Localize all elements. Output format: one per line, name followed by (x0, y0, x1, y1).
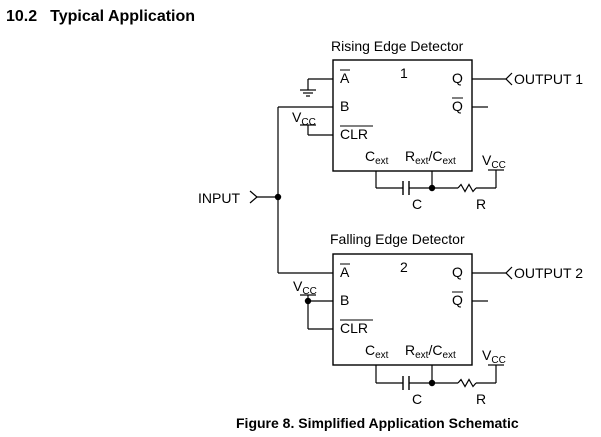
falling-edge-detector: Falling Edge Detector 2 A B VCC CLR Q OU… (278, 231, 583, 407)
ground-icon (300, 89, 316, 97)
capacitor-icon (402, 376, 410, 390)
detector-1-pin-q-bar: Q (452, 98, 463, 114)
input-label: INPUT (198, 190, 240, 206)
section-number: 10.2 (6, 8, 38, 25)
resistor-icon (457, 378, 477, 388)
detector-1-chip-box (332, 59, 473, 172)
detector-2-pin-b: B (340, 292, 349, 308)
detector-2-pin-rext-cext: Rext/Cext (405, 342, 456, 361)
detector-2-number: 2 (400, 259, 408, 275)
detector-2-pin-clr-bar: CLR (340, 320, 368, 336)
detector-2-pin-q: Q (452, 264, 463, 280)
detector-2-title: Falling Edge Detector (330, 231, 465, 247)
detector-2-pin-q-bar: Q (452, 292, 463, 308)
output-arrow-icon (505, 266, 513, 280)
detector-2-b-junction-dot (304, 297, 312, 305)
detector-2-chip-box (332, 253, 473, 366)
detector-1-pin-q: Q (452, 70, 463, 86)
detector-1-pin-clr-bar: CLR (340, 126, 368, 142)
capacitor-icon (402, 181, 410, 195)
input-junction-dot (274, 193, 282, 201)
detector-2-res-label: R (476, 391, 486, 407)
detector-1-title: Rising Edge Detector (331, 38, 464, 54)
detector-2-network-junction-dot (428, 379, 436, 387)
detector-1-res-label: R (476, 196, 486, 212)
detector-1-vcc-clr-label: VCC (292, 109, 316, 128)
detector-2-vcc-b-label: VCC (293, 278, 317, 297)
detector-1-pin-rext-cext: Rext/Cext (405, 148, 456, 167)
detector-2-cap-label: C (412, 391, 422, 407)
rising-edge-detector: Rising Edge Detector 1 A B CLR VCC Q OUT… (278, 38, 583, 212)
section-title: Typical Application (50, 8, 196, 25)
detector-1-pin-cext: Cext (365, 148, 389, 167)
detector-1-pin-b: B (340, 98, 349, 114)
output-arrow-icon (505, 72, 513, 86)
detector-1-pin-a-bar: A (340, 70, 350, 86)
detector-2-vcc-r-label: VCC (482, 347, 506, 366)
detector-1-network-junction-dot (428, 184, 436, 192)
figure-caption: Figure 8. Simplified Application Schemat… (236, 415, 519, 431)
resistor-icon (457, 183, 477, 193)
detector-1-vcc-r-label: VCC (482, 152, 506, 171)
section-heading: 10.2 Typical Application (6, 8, 195, 26)
detector-1-number: 1 (400, 65, 408, 81)
detector-1-cap-label: C (412, 196, 422, 212)
detector-2-pin-cext: Cext (365, 342, 389, 361)
detector-2-pin-a-bar: A (340, 264, 350, 280)
detector-2-output-label: OUTPUT 2 (514, 265, 583, 281)
input-arrow-icon (249, 190, 258, 204)
detector-1-output-label: OUTPUT 1 (514, 71, 583, 87)
